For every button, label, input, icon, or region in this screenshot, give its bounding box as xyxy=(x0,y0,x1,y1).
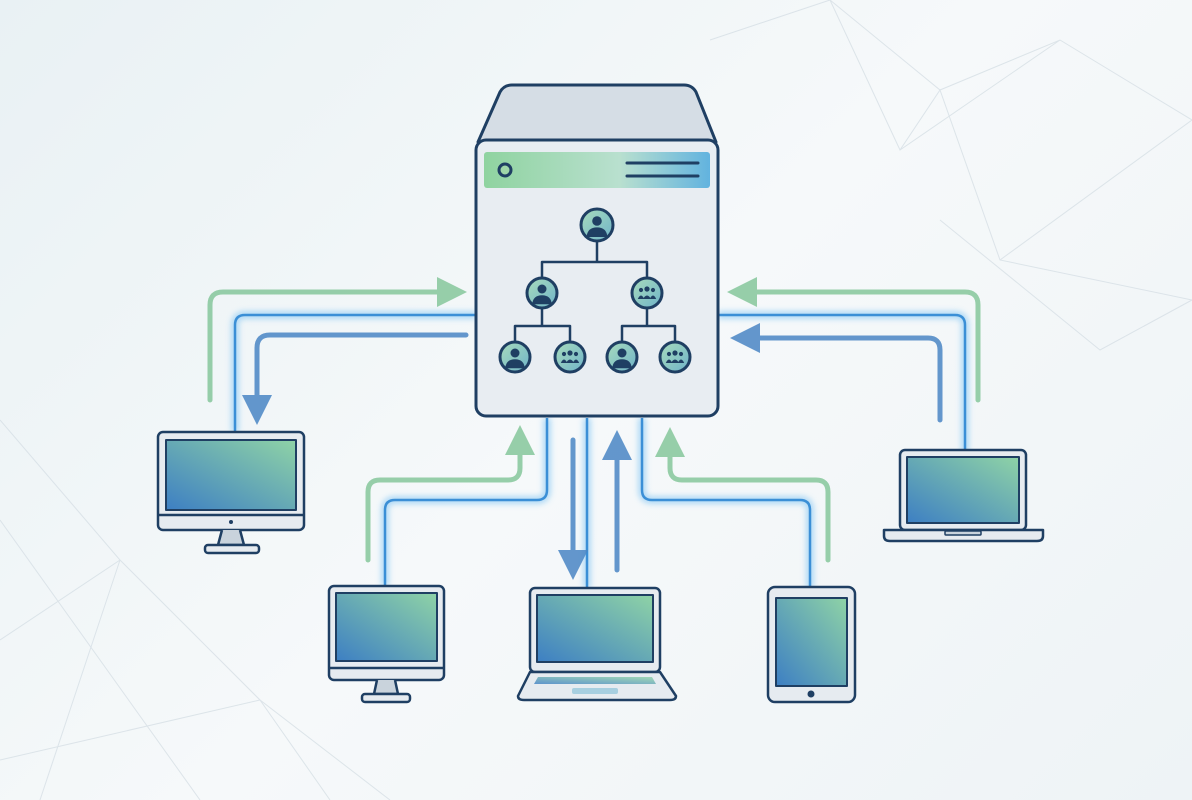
laptop-keyboard xyxy=(534,677,656,684)
user-icon xyxy=(605,340,639,374)
arrow-upload-left xyxy=(207,277,467,403)
laptop-icon xyxy=(516,586,678,702)
server-icon xyxy=(474,83,720,418)
tablet-screen xyxy=(775,597,848,687)
desktop-monitor-icon xyxy=(156,430,306,555)
arrow-download-left xyxy=(242,332,469,425)
tablet-icon xyxy=(766,585,857,704)
monitor-screen xyxy=(335,592,438,662)
status-light-icon xyxy=(497,162,513,178)
group-icon xyxy=(658,340,692,374)
monitor-screen xyxy=(165,439,297,511)
menu-lines-icon xyxy=(625,161,700,178)
server-header-bar xyxy=(484,152,710,188)
arrow-upload-right xyxy=(727,277,981,403)
org-tree-lines xyxy=(513,241,677,342)
link-desktop-left xyxy=(233,313,476,432)
laptop-icon xyxy=(882,448,1045,543)
user-icon xyxy=(498,340,532,374)
arrow-upload-tablet xyxy=(655,427,831,563)
link-desktop-bottom xyxy=(383,418,549,586)
arrow-upload-right-blue xyxy=(730,323,943,423)
arrow-upload-desktop-bottom xyxy=(365,425,535,563)
server-top xyxy=(476,83,718,144)
user-icon xyxy=(525,276,559,310)
user-icon xyxy=(579,207,615,243)
desktop-monitor-icon xyxy=(327,584,446,704)
link-tablet xyxy=(640,418,812,588)
tablet-home-button xyxy=(807,690,815,698)
org-tree xyxy=(498,207,692,374)
link-laptop-right xyxy=(718,313,967,452)
laptop-screen xyxy=(536,594,654,663)
group-icon xyxy=(553,340,587,374)
laptop-trackpad xyxy=(572,688,618,694)
server-body xyxy=(474,138,720,418)
group-icon xyxy=(630,276,664,310)
flow-arrows xyxy=(207,277,981,580)
laptop-screen xyxy=(906,456,1020,524)
